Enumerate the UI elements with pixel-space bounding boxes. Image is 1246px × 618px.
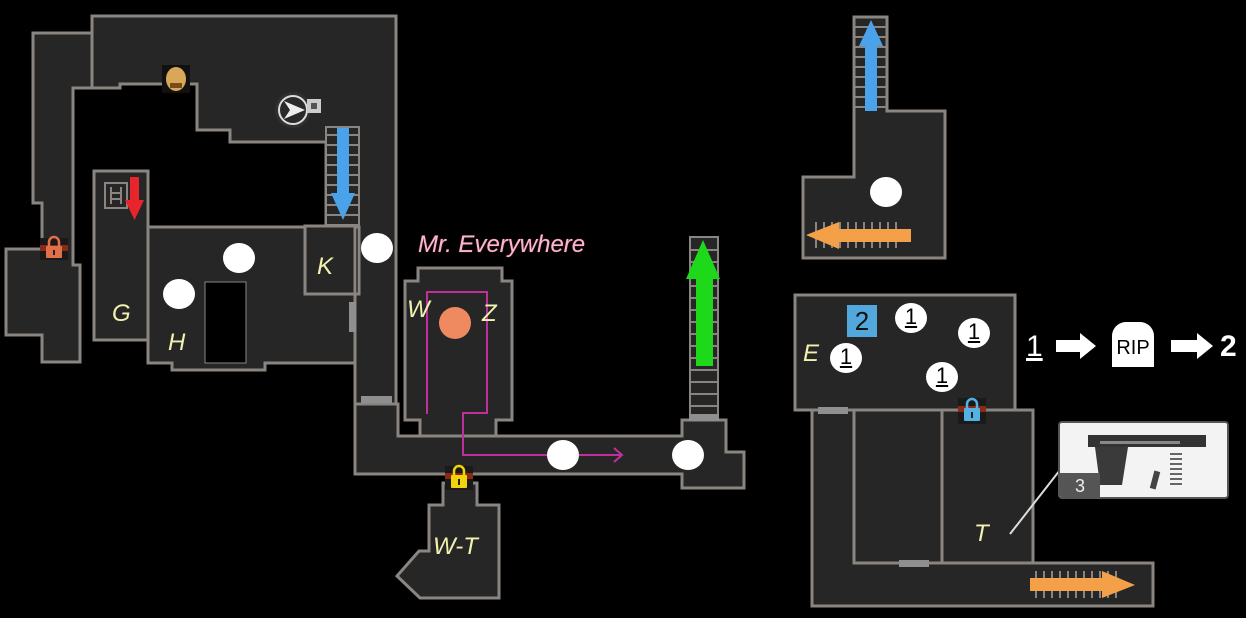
legend-end-number: 2: [1220, 330, 1237, 363]
pistol-item-icon: [1088, 435, 1206, 490]
legend-arrow-icon: [1197, 333, 1213, 359]
red-arrow-down-icon: [125, 177, 144, 220]
enemy-type-2-marker[interactable]: 2: [847, 305, 877, 337]
enemy-type-1-marker[interactable]: 1: [895, 303, 927, 333]
legend-arrow-icon: [1056, 340, 1082, 352]
boss-name-label: Mr. Everywhere: [418, 231, 586, 258]
legend-arrow-icon: [1171, 340, 1199, 352]
room-inner-west: [852, 408, 944, 565]
room-h: [146, 225, 357, 372]
enemy-type-1-marker[interactable]: 1: [958, 318, 990, 348]
enemy-type-1-marker[interactable]: 1: [830, 343, 862, 373]
orange-arrow-left-icon: [806, 222, 911, 249]
callout-line: [1009, 469, 1061, 535]
legend-arrow-icon: [1080, 333, 1096, 359]
room-h-pit: [204, 281, 247, 364]
room-wz: [403, 266, 514, 438]
green-arrow-up-icon: [686, 240, 720, 366]
door[interactable]: [361, 396, 392, 403]
save-point-icon[interactable]: [307, 99, 321, 113]
room-label-w: W: [407, 296, 430, 323]
door[interactable]: [349, 302, 356, 332]
room-label-k: K: [317, 253, 334, 280]
legend-start-number: 1: [1026, 330, 1043, 363]
room-west-lock: [4, 31, 94, 364]
room-w-t: [394, 481, 501, 600]
room-northeast: [801, 15, 947, 260]
enemy-type-1-marker[interactable]: 1: [926, 362, 958, 392]
npc-portrait-icon[interactable]: [162, 65, 190, 93]
room-label-e: E: [803, 340, 820, 367]
enemy-marker[interactable]: [361, 233, 393, 263]
blue-arrow-up-icon: [859, 20, 883, 111]
room-label-g: G: [112, 300, 131, 327]
player-position-icon[interactable]: [275, 92, 311, 128]
lock-icon[interactable]: [445, 464, 473, 490]
enemy-marker[interactable]: [547, 440, 579, 470]
route-arrowhead-icon: [613, 447, 624, 463]
enemy-marker[interactable]: [870, 177, 902, 207]
room-label-h: H: [168, 329, 186, 356]
room-label-w-t: W-T: [433, 533, 478, 560]
door[interactable]: [689, 414, 719, 421]
enemy-marker[interactable]: [223, 243, 255, 273]
lock-icon[interactable]: [958, 397, 986, 424]
door[interactable]: [818, 407, 848, 414]
tombstone-icon: RIP: [1112, 322, 1154, 367]
blue-arrow-down-icon: [331, 128, 355, 220]
boss-marker[interactable]: [439, 307, 471, 339]
pistol-item-card[interactable]: 3: [1058, 421, 1229, 499]
item-count-badge: 3: [1060, 473, 1100, 497]
enemy-marker[interactable]: [672, 440, 704, 470]
lock-icon[interactable]: [40, 235, 68, 260]
door[interactable]: [899, 560, 929, 567]
orange-arrow-right-icon: [1030, 571, 1135, 598]
room-t: [940, 408, 1035, 565]
room-label-t: T: [974, 520, 989, 547]
room-label-z: Z: [482, 300, 497, 327]
route-path-line: [426, 291, 622, 456]
enemy-marker[interactable]: [163, 279, 195, 309]
ladder-icon: [104, 182, 128, 209]
